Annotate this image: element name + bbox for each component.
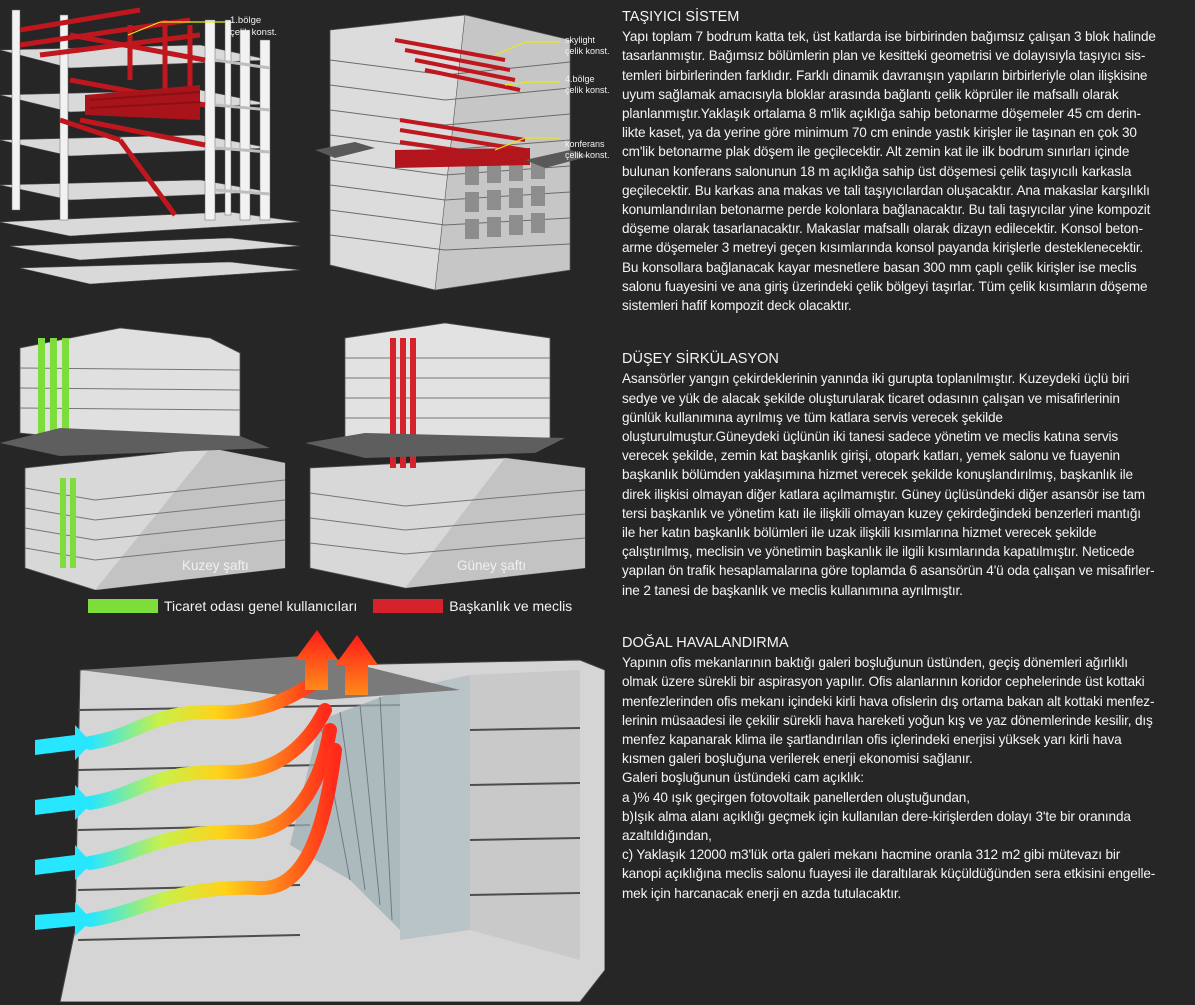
text-line: cm'lik betonarme plak döşem ile geçilece… — [622, 144, 1130, 160]
text-line: tasarlanmıştır. Bağımsız bölümlerin plan… — [622, 48, 1146, 64]
text-line: likte kaset, ya da yerine göre minimum 7… — [622, 125, 1137, 141]
text-line: menfezlerinden ofis mekanı içindeki kirl… — [622, 693, 1155, 709]
legend-label-commerce-users: Ticaret odası genel kullanıcıları — [164, 598, 358, 614]
text-line: Yapı toplam 7 bodrum katta tek, üst katl… — [622, 29, 1156, 45]
south-shaft-caption: Güney şaftı — [457, 558, 526, 573]
text-line: kısmen galeri boşluğuna verilerek enerji… — [622, 751, 973, 767]
text-line: sedye ve yük de alacak şekilde oluşturul… — [622, 390, 1120, 406]
label-skylight-line2: çelik konst. — [565, 46, 610, 56]
text-line: oluşturulmuştur.Güneydeki üçlünün iki ta… — [622, 429, 1119, 445]
label-zone4-line1: 4.bölge — [565, 74, 595, 84]
section-body-circulation: Asansörler yangın çekirdeklerinin yanınd… — [622, 369, 1185, 599]
text-line: Asansörler yangın çekirdeklerinin yanınd… — [622, 371, 1130, 387]
legend-label-presidency: Başkanlık ve meclis — [449, 598, 573, 614]
text-line: tersi başkanlık ve yönetim katı ile iliş… — [622, 505, 1141, 521]
text-line: geçilecektir. Bu karkas ana makas ve tal… — [622, 182, 1150, 198]
text-line: c) Yaklaşık 12000 m3'lük orta galeri mek… — [622, 847, 1121, 863]
text-line: planlanmıştır.Yaklaşık ortalama 8 m'lik … — [622, 106, 1141, 122]
section-natural-ventilation: DOĞAL HAVALANDIRMA Yapının ofis mekanlar… — [622, 634, 1185, 903]
structure-drawing-1: 1.bölge çelik konst. — [0, 0, 300, 292]
ventilation-diagram — [20, 630, 605, 1002]
text-line: olmak üzere sürekli bir aspirasyon yapıl… — [622, 674, 1145, 690]
legend-swatch-green — [88, 599, 158, 613]
label-zone4-line2: çelik konst. — [565, 85, 610, 95]
text-line: çalıştırılmış, meclisin ve yönetimin baş… — [622, 544, 1135, 560]
legend-swatch-red — [373, 599, 444, 613]
text-line: mek için harcanacak enerji en azda tutul… — [622, 885, 902, 901]
south-shaft-diagram: Güney şaftı — [305, 318, 595, 590]
text-line: menfez kapanarak klima ile şartlandırıla… — [622, 731, 1122, 747]
north-shaft-caption: Kuzey şaftı — [182, 558, 249, 573]
text-line: b)Işık alma alanı açıklığı geçmek için k… — [622, 808, 1131, 824]
label-conference-line2: çelik konst. — [565, 150, 610, 160]
text-line: bulunan konferans salonunun 18 m açıklığ… — [622, 163, 1132, 179]
text-line: konumlandırılan betonarme perde kolonlar… — [622, 202, 1151, 218]
text-line: verecek şekilde, zemin kat başkanlık gir… — [622, 448, 1120, 464]
text-line: sistemleri hafif kompozit deck olacaktır… — [622, 298, 852, 314]
section-structure: TAŞIYICI SİSTEM Yapı toplam 7 bodrum kat… — [622, 8, 1185, 315]
label-zone1-line2: çelik konst. — [230, 27, 277, 38]
section-body-ventilation: Yapının ofis mekanlarının baktığı galeri… — [622, 653, 1185, 903]
north-shaft-drawing: Kuzey şaftı — [0, 318, 295, 590]
text-line: Bu konsollara bağlanacak kayar mesnetler… — [622, 259, 1137, 275]
text-line: azaltıldığından, — [622, 827, 712, 843]
shaft-legend: Ticaret odası genel kullanıcıları Başkan… — [88, 598, 572, 614]
text-line: a )% 40 ışık geçirgen fotovoltaik panell… — [622, 789, 970, 805]
label-conference-line1: konferans — [565, 139, 605, 149]
text-line: uyum sağlamak amacısıyla bloklar arasınd… — [622, 86, 1119, 102]
text-line: direk ilişkisi olmayan diğer katlara açı… — [622, 486, 1145, 502]
north-shaft-diagram: Kuzey şaftı — [0, 318, 295, 590]
ventilation-drawing — [20, 630, 605, 1002]
text-line: lerinin müsaadesi ile çekilir sürekli ha… — [622, 712, 1153, 728]
text-line: temleri birbirlerinden farklıdır. Farklı… — [622, 67, 1148, 83]
section-title-circulation: DÜŞEY SİRKÜLASYON — [622, 351, 779, 368]
text-line: Yapının ofis mekanlarının baktığı galeri… — [622, 655, 1128, 671]
label-skylight-line1: skylight — [565, 35, 596, 45]
section-body-structure: Yapı toplam 7 bodrum katta tek, üst katl… — [622, 27, 1185, 315]
text-line: arme döşemeler 3 metreyi geçen kısımları… — [622, 240, 1144, 256]
section-title-ventilation: DOĞAL HAVALANDIRMA — [622, 634, 789, 651]
south-shaft-drawing: Güney şaftı — [305, 318, 595, 590]
structure-drawing-2: skylight çelik konst. 4.bölge çelik kons… — [315, 0, 615, 292]
text-line: ile her katın başkanlık bölümleri ile uz… — [622, 525, 1097, 541]
text-column: TAŞIYICI SİSTEM Yapı toplam 7 bodrum kat… — [622, 8, 1185, 903]
text-line: günlük kullanımına ayrılmış ve tüm katla… — [622, 409, 1003, 425]
structure-diagram-zone1: 1.bölge çelik konst. — [0, 0, 300, 292]
text-line: salonu fuayesini ve ana giriş üzerindeki… — [622, 278, 1148, 294]
section-vertical-circulation: DÜŞEY SİRKÜLASYON Asansörler yangın çeki… — [622, 350, 1185, 600]
text-line: ine 2 tanesi de başkanlık ve meclis kull… — [622, 582, 963, 598]
structure-diagram-zone4: skylight çelik konst. 4.bölge çelik kons… — [315, 0, 615, 292]
text-line: Galeri boşluğunun üstündeki cam açıklık: — [622, 770, 864, 786]
text-line: kanopi açıklığına meclis salonu fuayesi … — [622, 866, 1156, 882]
section-title-structure: TAŞIYICI SİSTEM — [622, 9, 740, 25]
text-line: döşeme olarak tasarlanacaktır. Makaslar … — [622, 221, 1143, 237]
label-zone1-line1: 1.bölge — [230, 15, 261, 26]
text-line: başkanlık bölümden yaklaşımına hizmet ve… — [622, 467, 1133, 483]
text-line: yapılan ön trafik hesaplamalarına göre t… — [622, 563, 1155, 579]
